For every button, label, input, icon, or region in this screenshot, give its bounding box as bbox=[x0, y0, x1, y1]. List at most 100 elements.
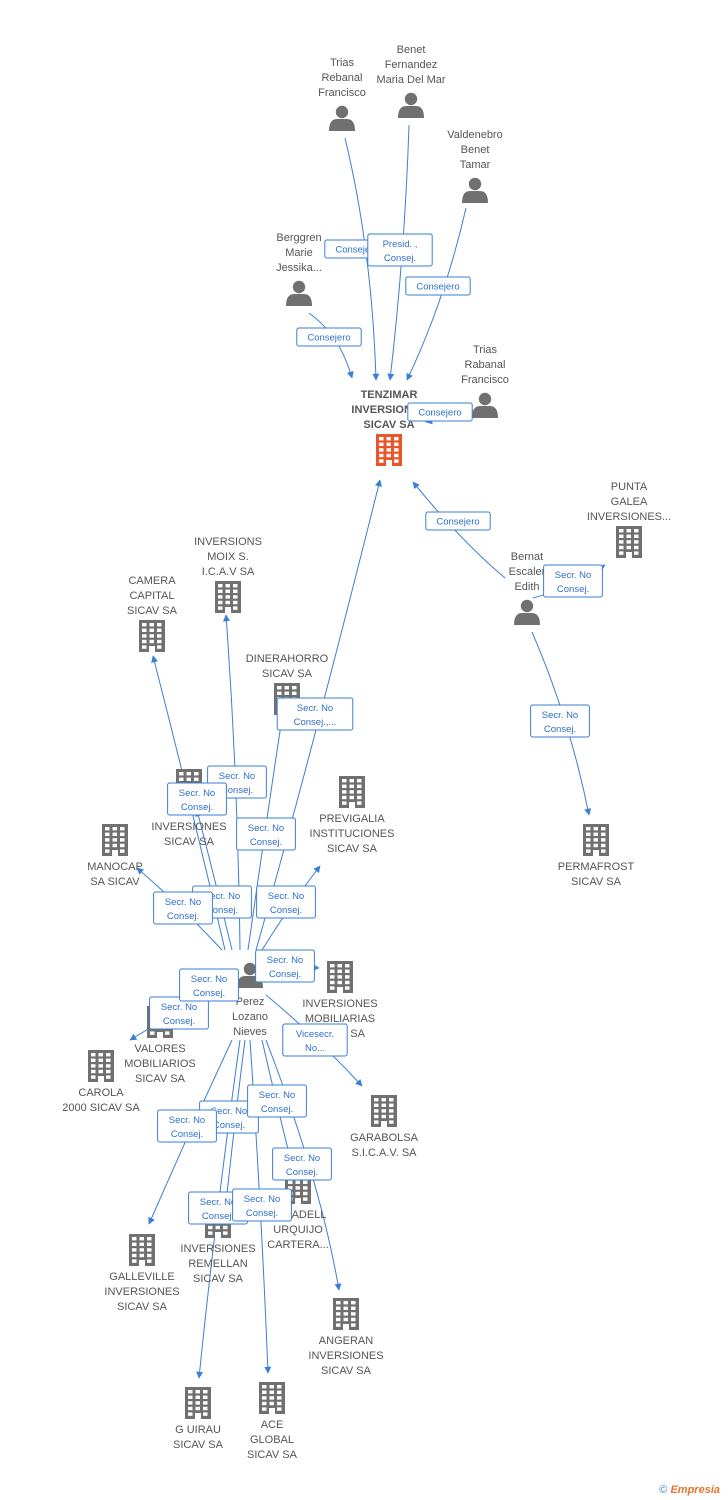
edge-label-text-perez-remellan-1: Consej. bbox=[213, 1120, 245, 1131]
node-label-perez-2: Nieves bbox=[233, 1026, 267, 1038]
node-label-dinerahorro-0: DINERAHORRO bbox=[246, 653, 329, 665]
permafrost-building-icon bbox=[583, 824, 609, 856]
manocap-building-icon bbox=[102, 824, 128, 856]
trias1-person-icon bbox=[329, 105, 355, 131]
node-label-moix-0: INVERSIONS bbox=[194, 536, 262, 548]
node-label-perez-1: Lozano bbox=[232, 1011, 268, 1023]
node-label-galleville-0: GALLEVILLE bbox=[109, 1271, 174, 1283]
trias2-person-icon bbox=[472, 392, 498, 418]
node-label-previgalia-2: SICAV SA bbox=[327, 843, 378, 855]
node-berggren[interactable]: BerggrenMarieJessika... bbox=[276, 232, 322, 306]
edge-label-text-perez-guirau-1: Consej. bbox=[202, 1211, 234, 1222]
edge-label-perez-garabolsa[interactable]: Vicesecr. No... bbox=[282, 1023, 348, 1057]
edge-label-text-perez-carola-1: Consej. bbox=[193, 988, 225, 999]
node-label-manocap-0: MANOCAP bbox=[87, 861, 143, 873]
edge-label-text-perez-remellan-0: Secr. No bbox=[211, 1106, 247, 1117]
edge-label-berggren-tenzimar[interactable]: Consejero bbox=[296, 327, 362, 347]
copyright-mark: © bbox=[659, 1484, 668, 1496]
edge-label-text-perez-angeran-0: Secr. No bbox=[259, 1090, 295, 1101]
edge-label-bernat-tenzimar[interactable]: Consejero bbox=[425, 511, 491, 531]
edge-label-text-valdenebro-tenzimar-0: Consejero bbox=[416, 282, 459, 293]
guirau-building-icon bbox=[185, 1387, 211, 1419]
node-label-moix-1: MOIX S. bbox=[207, 551, 249, 563]
tenzimar-building-icon bbox=[376, 434, 402, 466]
brand-logo[interactable]: Empresia bbox=[670, 1484, 720, 1496]
carola-building-icon bbox=[88, 1050, 114, 1082]
edge-label-bernat-permafrost[interactable]: Secr. No Consej. bbox=[530, 704, 590, 738]
node-label-camera-2: SICAV SA bbox=[127, 605, 178, 617]
edge-label-perez-tenzimar[interactable]: Secr. NoConsej.,... bbox=[276, 697, 354, 731]
edge-label-text-trias2-tenzimar-0: Consejero bbox=[418, 408, 461, 419]
edge-label-text-perez-previgalia-1: Consej. bbox=[270, 905, 302, 916]
node-label-sabadell-1: URQUIJO bbox=[273, 1224, 323, 1236]
node-label-valdenebro-1: Benet bbox=[461, 144, 490, 156]
edge-label-benet-tenzimar[interactable]: Presid. ,Consej. bbox=[367, 233, 433, 267]
node-label-bernat-2: Edith bbox=[514, 581, 539, 593]
node-label-trias1-0: Trias bbox=[330, 57, 355, 69]
moix-building-icon bbox=[215, 581, 241, 613]
edge-label-text-perez-garabolsa-0: Vicesecr. bbox=[296, 1029, 334, 1040]
node-label-dinerahorro-1: SICAV SA bbox=[262, 668, 313, 680]
edge-label-trias2-tenzimar[interactable]: Consejero bbox=[407, 402, 473, 422]
camera-building-icon bbox=[139, 620, 165, 652]
node-label-bernat-1: Escaler bbox=[509, 566, 546, 578]
node-label-valdenebro-0: Valdenebro bbox=[447, 129, 502, 141]
node-label-valores-0: VALORES bbox=[134, 1043, 185, 1055]
edge-label-text-perez-moix-0: Secr. No bbox=[219, 771, 255, 782]
edge-label-text-perez-garabolsa-1: No... bbox=[305, 1043, 325, 1054]
edge-label-valdenebro-tenzimar[interactable]: Consejero bbox=[405, 276, 471, 296]
edge-label-text-benet-tenzimar-0: Presid. , bbox=[383, 239, 418, 250]
node-label-berggren-0: Berggren bbox=[276, 232, 321, 244]
edge-label-text-perez-dinerahorro-1: Consej. bbox=[250, 837, 282, 848]
node-punta[interactable]: PUNTAGALEAINVERSIONES... bbox=[587, 481, 671, 558]
edge-label-text-bernat-permafrost-0: Secr. No bbox=[542, 710, 578, 721]
node-label-benet-2: Maria Del Mar bbox=[376, 74, 445, 86]
node-invmob[interactable]: INVERSIONESMOBILIARIASSICAV SA bbox=[302, 961, 378, 1040]
edge-label-text-perez-ace-0: Secr. No bbox=[244, 1194, 280, 1205]
node-label-trias1-1: Rebanal bbox=[322, 72, 363, 84]
node-label-carola-1: 2000 SICAV SA bbox=[62, 1102, 140, 1114]
galleville-building-icon bbox=[129, 1234, 155, 1266]
edge-line-perez-mosaic bbox=[195, 809, 233, 951]
edge-label-text-bernat-permafrost-1: Consej. bbox=[544, 724, 576, 735]
node-label-ace-2: SICAV SA bbox=[247, 1449, 298, 1461]
edge-label-text-perez-moix-1: Consej. bbox=[221, 785, 253, 796]
punta-building-icon bbox=[616, 526, 642, 558]
benet-person-icon bbox=[398, 92, 424, 118]
valdenebro-person-icon bbox=[462, 177, 488, 203]
ace-building-icon bbox=[259, 1382, 285, 1414]
node-label-angeran-2: SICAV SA bbox=[321, 1365, 372, 1377]
node-label-ace-1: GLOBAL bbox=[250, 1434, 294, 1446]
edge-label-text-perez-invmob-0: Secr. No bbox=[267, 955, 303, 966]
